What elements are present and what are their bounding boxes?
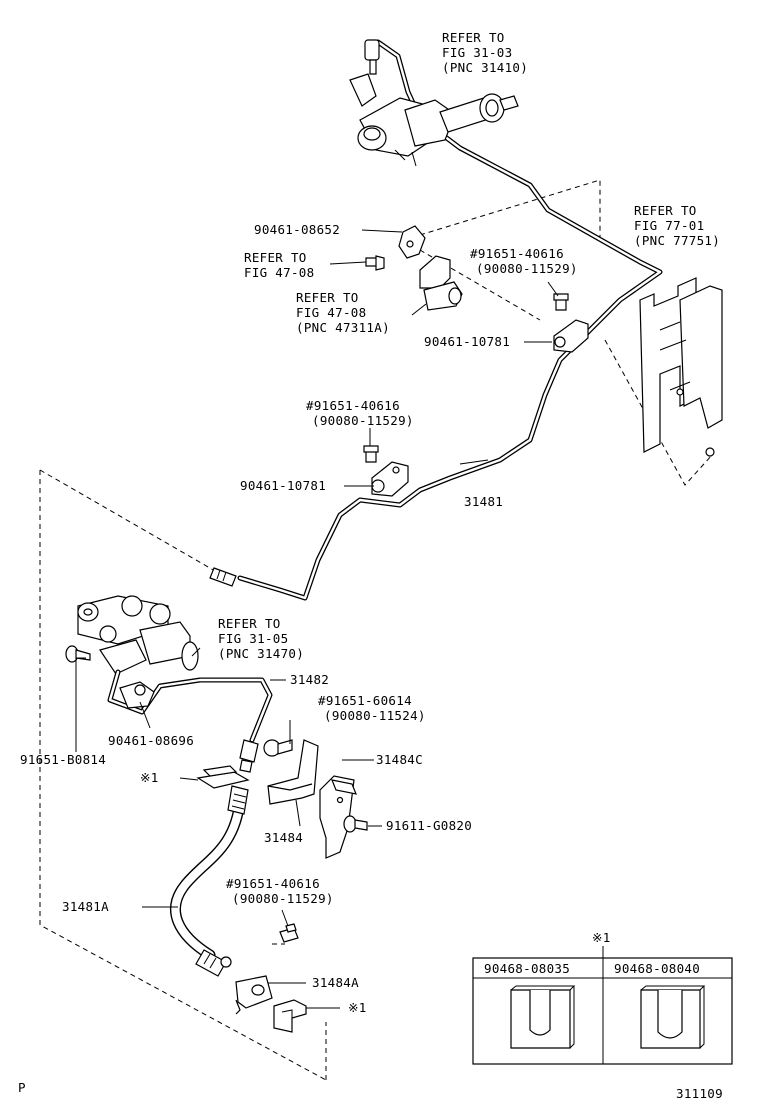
brake-pipe-31481 [209,39,663,601]
bolt-91651-60614 [263,739,293,757]
bolt-91611-g0820 [343,815,368,833]
clip-reference-table: ※1 90468-08035 90468-08040 [472,930,733,1065]
callout-31482: 31482 [290,672,329,687]
callout-ref-31410-l2: FIG 31-03 [442,45,512,60]
callout-91651-40616-low-l2: (90080-11529) [232,891,334,906]
master-cylinder-top [349,39,519,167]
clip-x1-lower [273,999,307,1033]
callout-91651-b0814: 91651-B0814 [20,752,106,767]
labels: REFER TO FIG 31-03 (PNC 31410) REFER TO … [18,30,723,1101]
corner-label: P [18,1080,26,1095]
callout-31481: 31481 [464,494,503,509]
bolt-91651-b0814 [65,645,91,663]
callout-ref-77751-l3: (PNC 77751) [634,233,720,248]
callout-ref-77751-l1: REFER TO [634,203,697,218]
callout-91651-40616-mid-l2: (90080-11529) [312,413,414,428]
callout-ref-4708-l2: FIG 47-08 [244,265,314,280]
dashed-guides [39,179,713,1081]
table-header-mark: ※1 [592,930,611,945]
callout-ref-77751-l2: FIG 77-01 [634,218,704,233]
bracket-47311a [419,255,463,311]
callout-ref-31470-l3: (PNC 31470) [218,646,304,661]
leader-lines [75,229,559,1009]
callout-x1-upper: ※1 [140,770,159,785]
bolt-91651-40616-mid [363,445,379,463]
callout-31481a: 31481A [62,899,109,914]
callout-x1-lower: ※1 [348,1000,367,1015]
callout-31484a: 31484A [312,975,359,990]
u-clip-08035 [510,985,576,1049]
callout-91651-60614-l1: #91651-60614 [318,693,412,708]
bracket-31484 [267,739,319,805]
bracket-31484c [319,775,357,859]
clamp-90461-10781-top [553,319,589,353]
callout-ref-47311a-l3: (PNC 47311A) [296,320,390,335]
callout-ref-4708-l1: REFER TO [244,250,307,265]
callout-90461-10781-mid: 90461-10781 [240,478,326,493]
callout-90461-08652: 90461-08652 [254,222,340,237]
flex-hose-31481a [170,785,249,977]
bolt-91651-40616-top [553,293,569,311]
clip-x1-upper [196,765,250,789]
table-col-1: 90468-08035 [484,961,570,976]
callout-ref-31410-l3: (PNC 31410) [442,60,528,75]
clamp-90461-08652 [398,225,426,259]
callout-31484: 31484 [264,830,303,845]
master-cylinder-lower [77,595,199,675]
brake-pipe-31482 [107,669,273,773]
bolt-91651-40616-low [279,923,299,943]
callout-90461-08696: 90461-08696 [108,733,194,748]
table-col-2: 90468-08040 [614,961,700,976]
callout-ref-31410-l1: REFER TO [442,30,505,45]
bolt-ref-4708 [365,255,385,271]
bracket-77751 [639,277,723,457]
bracket-31484a [235,975,273,1015]
clamp-90461-10781-mid [371,461,409,497]
callout-91651-60614-l2: (90080-11524) [324,708,426,723]
figure-number: 311109 [676,1086,723,1101]
callout-31484c: 31484C [376,752,423,767]
callout-91651-40616-top-l1: #91651-40616 [470,246,564,261]
callout-91651-40616-mid-l1: #91651-40616 [306,398,400,413]
u-clip-08040 [640,985,706,1049]
callout-ref-31470-l2: FIG 31-05 [218,631,288,646]
callout-91651-40616-low-l1: #91651-40616 [226,876,320,891]
callout-91611-g0820: 91611-G0820 [386,818,472,833]
callout-ref-47311a-l2: FIG 47-08 [296,305,366,320]
callout-91651-40616-top-l2: (90080-11529) [476,261,578,276]
callout-ref-31470-l1: REFER TO [218,616,281,631]
callout-90461-10781-top: 90461-10781 [424,334,510,349]
callout-ref-47311a-l1: REFER TO [296,290,359,305]
